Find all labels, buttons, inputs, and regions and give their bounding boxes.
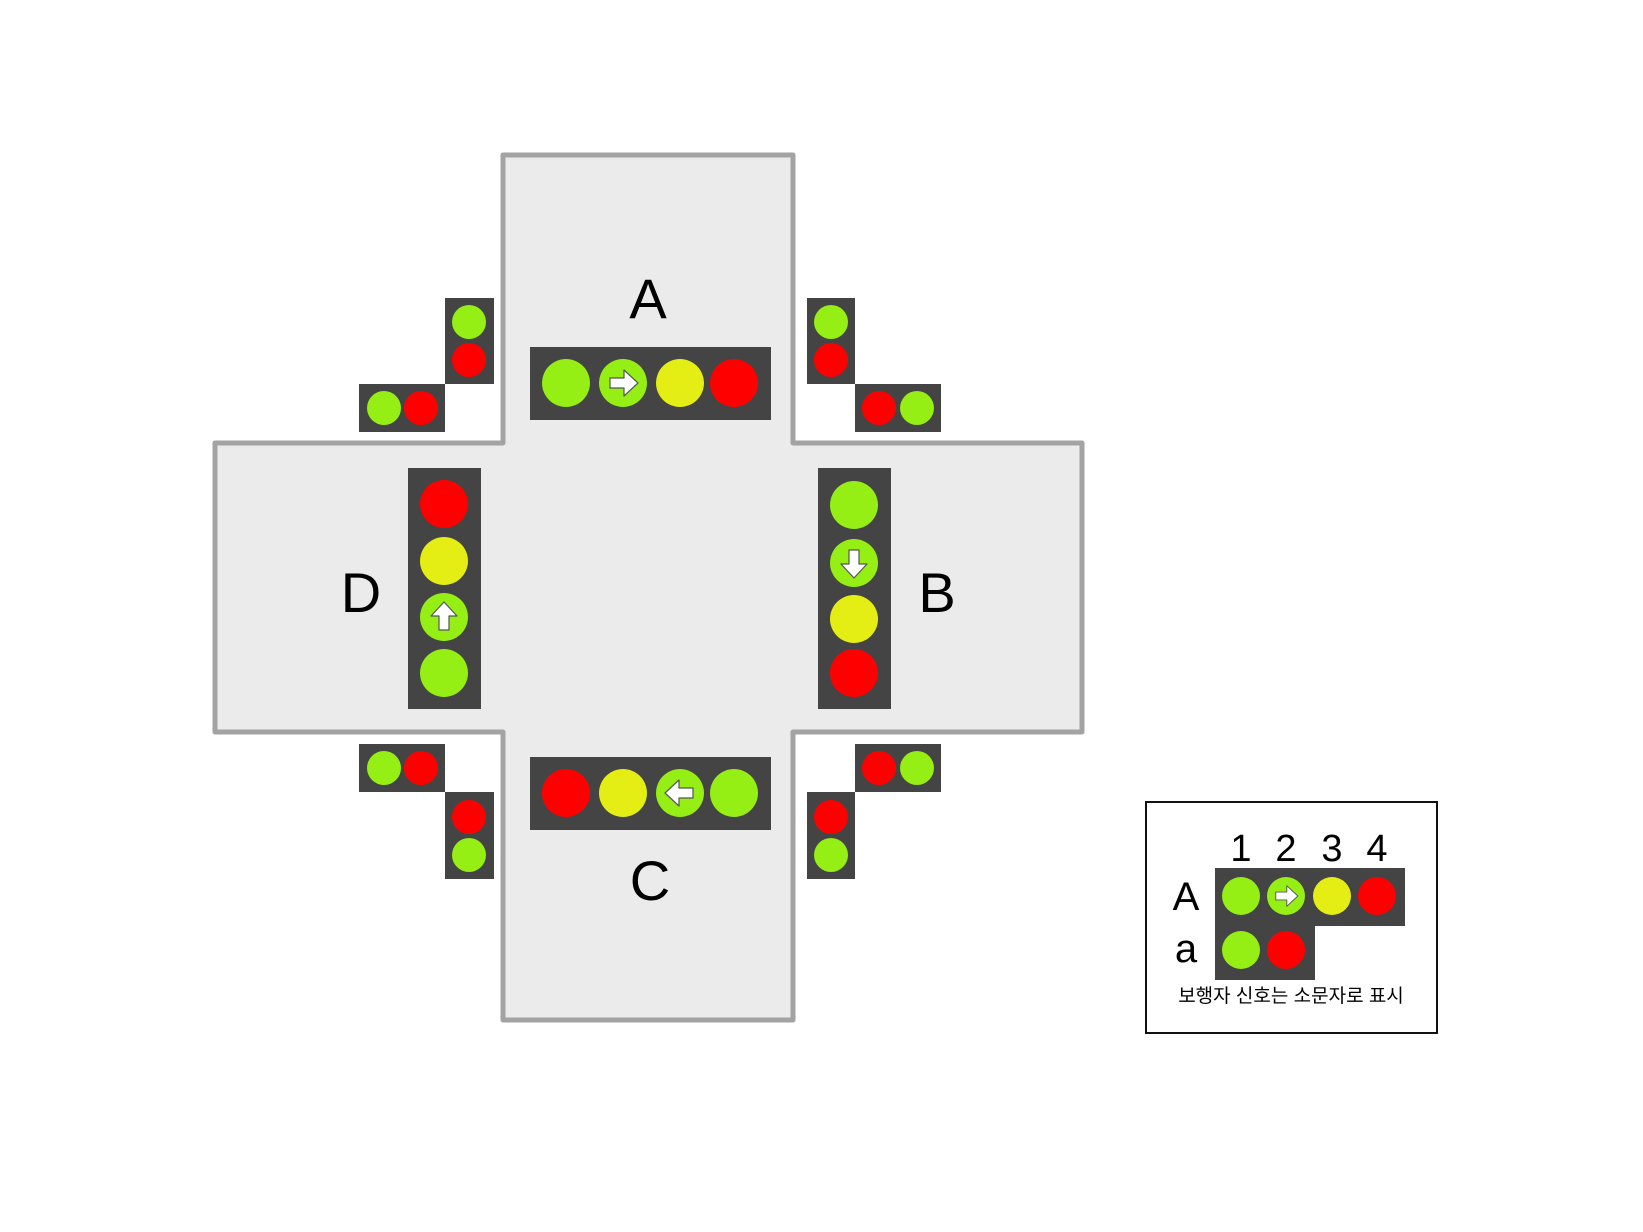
legend-row-pedestrian-label: a	[1175, 927, 1198, 971]
signal-D-yellow-light	[420, 537, 468, 585]
ped-nw-horizontal-red-light	[404, 391, 438, 425]
ped-sw-vertical-red-light	[452, 800, 486, 834]
signal-C-arrow-left-icon	[656, 769, 704, 817]
signal-D-arrow-up-icon	[420, 593, 468, 641]
legend-vehicle-red-light	[1358, 877, 1396, 915]
signal-D-red-light	[420, 480, 468, 528]
legend-column-1: 1	[1230, 828, 1251, 870]
ped-ne-horizontal-green-light	[900, 391, 934, 425]
legend-vehicle-arrow-right-icon	[1267, 877, 1305, 915]
signal-D-green-light	[420, 649, 468, 697]
signal-B-yellow-light	[830, 595, 878, 643]
legend-row-vehicle-label: A	[1173, 875, 1200, 919]
legend-pedestrian-red-light	[1267, 931, 1305, 969]
ped-se-vertical-green-light	[814, 838, 848, 872]
legend-column-4: 4	[1366, 828, 1387, 870]
label-D: D	[341, 561, 381, 624]
legend-vehicle-yellow-light	[1313, 877, 1351, 915]
legend-note: 보행자 신호는 소문자로 표시	[1178, 985, 1404, 1007]
legend-column-3: 3	[1321, 828, 1342, 870]
intersection-road	[212, 152, 1085, 1023]
ped-ne-vertical-red-light	[814, 343, 848, 377]
label-C: C	[630, 849, 670, 912]
signal-C-red-light	[542, 769, 590, 817]
signal-C-green-light	[710, 769, 758, 817]
ped-sw-horizontal-red-light	[404, 751, 438, 785]
label-B: B	[918, 561, 955, 624]
ped-sw-horizontal-green-light	[367, 751, 401, 785]
signal-B-red-light	[830, 649, 878, 697]
ped-se-vertical-red-light	[814, 800, 848, 834]
signal-A-green-light	[542, 359, 590, 407]
legend-vehicle-green-light	[1222, 877, 1260, 915]
signal-A-red-light	[710, 359, 758, 407]
signal-B-green-light	[830, 481, 878, 529]
ped-nw-horizontal-green-light	[367, 391, 401, 425]
ped-sw-vertical-green-light	[452, 838, 486, 872]
signal-A-arrow-right-icon	[599, 359, 647, 407]
signal-B-arrow-down-icon	[830, 539, 878, 587]
ped-se-horizontal-red-light	[862, 751, 896, 785]
legend-column-2: 2	[1275, 828, 1296, 870]
ped-nw-vertical-red-light	[452, 343, 486, 377]
label-A: A	[629, 267, 667, 330]
legend-pedestrian-green-light	[1222, 931, 1260, 969]
signal-A-yellow-light	[656, 359, 704, 407]
ped-nw-vertical-green-light	[452, 305, 486, 339]
ped-ne-horizontal-red-light	[862, 391, 896, 425]
ped-se-horizontal-green-light	[900, 751, 934, 785]
ped-ne-vertical-green-light	[814, 305, 848, 339]
signal-C-yellow-light	[599, 769, 647, 817]
signal-lamps	[367, 305, 1396, 969]
